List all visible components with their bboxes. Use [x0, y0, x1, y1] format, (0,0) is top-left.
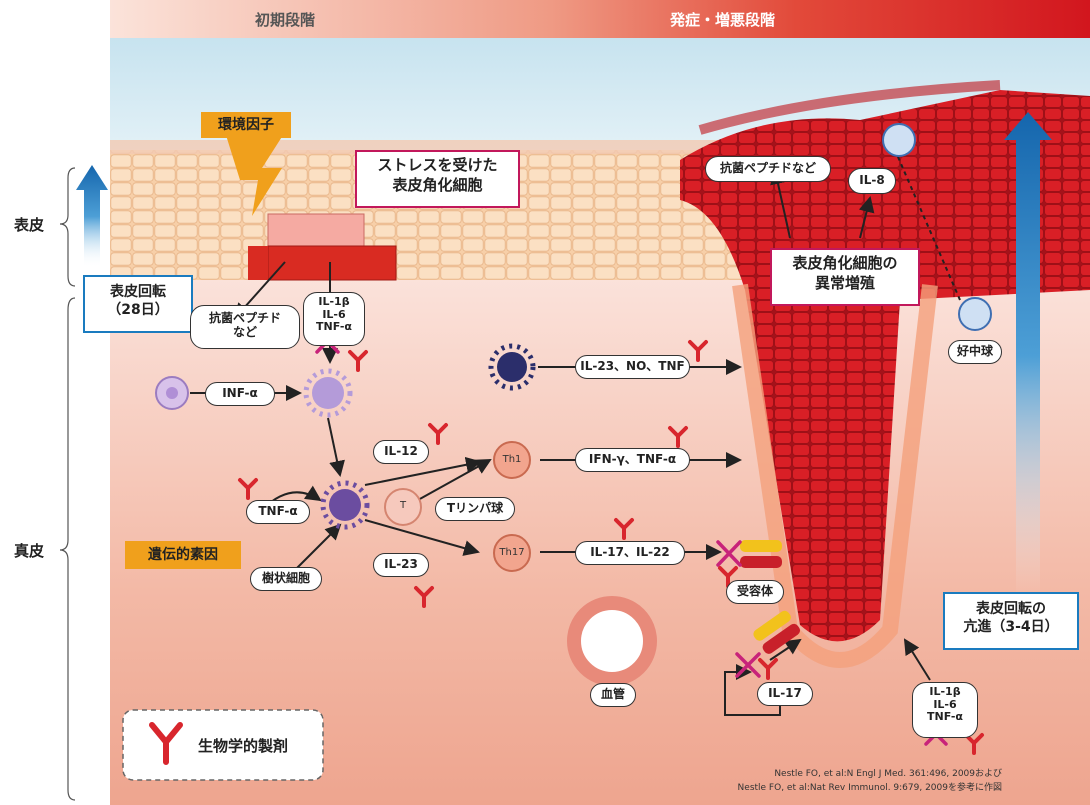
cyt-bot-3: TNF-α [926, 710, 963, 724]
environment-box: 環境因子 [201, 112, 291, 138]
t-lymphocyte-pill: Tリンパ球 [435, 497, 515, 521]
turnover-fast-line-1: 表皮回転の [976, 601, 1046, 617]
stressed-line-2: 表皮角化細胞 [392, 175, 483, 194]
th17-cell [493, 534, 531, 572]
il17-il22-pill: IL-17、IL-22 [575, 541, 685, 565]
vessel-pill: 血管 [590, 683, 636, 707]
dendritic-cell-pill: 樹状細胞 [250, 567, 322, 591]
abnormal-line-1: 表皮角化細胞の [792, 254, 898, 272]
legend-box [122, 709, 324, 781]
lesion-scale [698, 80, 1001, 135]
turnover-normal-arrow [76, 165, 108, 268]
cyt-top-1: IL-1β [318, 295, 350, 308]
neutrophil-2 [958, 297, 992, 331]
phase-early-label: 初期段階 [255, 11, 316, 29]
receptor-2 [753, 610, 800, 654]
turnover-fast-arrow [1004, 112, 1052, 600]
cyt-top-2: IL-6 [322, 307, 346, 321]
amp-left-line-2: など [232, 324, 257, 339]
epidermis-label: 表皮 [14, 216, 45, 234]
cyt-bot-2: IL-6 [933, 697, 957, 711]
stressed-line-1: ストレスを受けた [377, 156, 498, 174]
cytokines-bottom-pill: IL-1β IL-6 TNF-α [912, 682, 978, 738]
dermis-bracket [59, 297, 76, 801]
il23-pill: IL-23 [373, 553, 429, 577]
turnover-normal-line-2: （28日） [107, 302, 169, 319]
cyt-top-3: TNF-α [315, 320, 352, 334]
citation-line-2: Nestle FO, et al:Nat Rev Immunol. 9:679,… [737, 783, 1002, 793]
stressed-keratinocytes [248, 213, 397, 281]
precursor-nucleus [166, 387, 178, 399]
t-cell [384, 488, 422, 526]
th1-label: Th1 [502, 454, 522, 465]
th1-cell [493, 441, 531, 479]
turnover-fast-line-2: 亢進（3-4日） [963, 619, 1059, 636]
dermis-label: 真皮 [14, 542, 45, 560]
environment-lightning [225, 132, 285, 216]
turnover-normal-box: 表皮回転 （28日） [83, 275, 193, 333]
phase-header-band [110, 0, 1090, 38]
abnormal-line-2: 異常増殖 [814, 273, 875, 292]
dendritic-cell-2 [320, 480, 370, 530]
abnormal-proliferation-box: 表皮角化細胞の 異常増殖 [770, 248, 920, 306]
legend-antibody-icon [149, 722, 183, 765]
cyt-bot-1: IL-1β [929, 685, 961, 698]
psoriatic-lesion [680, 90, 1090, 642]
t-cell-label: T [399, 500, 407, 511]
dendritic-cell-3 [488, 343, 536, 391]
ifn-tnf-pill: IFN-γ、TNF-α [575, 448, 690, 472]
inf-pill: INF-α [205, 382, 275, 406]
blood-vessel [567, 596, 657, 686]
il12-pill: IL-12 [373, 440, 429, 464]
turnover-normal-line-1: 表皮回転 [110, 284, 166, 300]
amp-left-pill: 抗菌ペプチド など [190, 305, 300, 349]
legend-label: 生物学的製剤 [198, 737, 289, 755]
neutrophil-migration [894, 149, 961, 301]
amp-right-pill: 抗菌ペプチドなど [705, 156, 831, 182]
receptor-pill: 受容体 [726, 580, 784, 604]
il17-pill: IL-17 [757, 682, 813, 706]
tnf-pill: TNF-α [246, 500, 310, 524]
citation-line-1: Nestle FO, et al:N Engl J Med. 361:496, … [774, 769, 1002, 779]
epidermis-bracket [59, 167, 76, 287]
th17-label: Th17 [499, 547, 525, 558]
neutrophil-pill: 好中球 [948, 340, 1002, 364]
stressed-keratinocyte-box: ストレスを受けた 表皮角化細胞 [355, 150, 520, 208]
neutrophil-1 [882, 123, 916, 157]
genetic-factor-box: 遺伝的素因 [125, 541, 241, 569]
il8-pill: IL-8 [848, 168, 896, 194]
amp-left-line-1: 抗菌ペプチド [208, 311, 281, 325]
turnover-fast-box: 表皮回転の 亢進（3-4日） [943, 592, 1079, 650]
phase-late-label: 発症・増悪段階 [670, 11, 776, 29]
dendritic-cell-1 [303, 368, 353, 418]
receptor-1 [740, 540, 782, 568]
il17-feedback-arrow [724, 664, 781, 716]
il23-no-tnf-pill: IL-23、NO、TNF [575, 355, 690, 379]
cytokines-top-pill: IL-1β IL-6 TNF-α [303, 292, 365, 346]
